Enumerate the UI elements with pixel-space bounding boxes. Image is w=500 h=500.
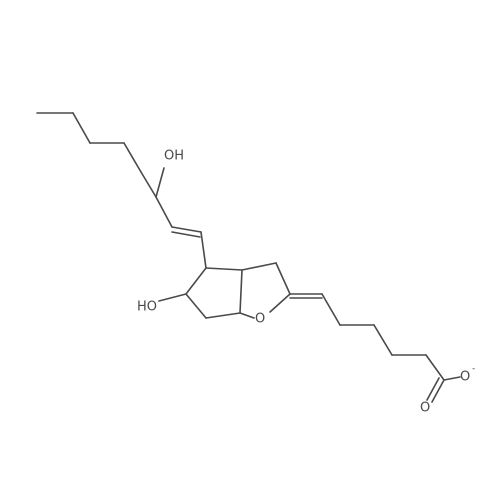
bond (205, 312, 241, 319)
carbonyl-oxygen-label: O (420, 401, 430, 416)
bond (241, 262, 277, 271)
exocyclic-alkene (289, 293, 323, 299)
bond (275, 262, 291, 295)
charge-label: - (472, 364, 475, 374)
alkene-bond (155, 196, 207, 269)
bond (171, 226, 202, 233)
ring-oxygen-label: O (255, 312, 265, 327)
bond (425, 354, 445, 381)
bond (185, 267, 207, 295)
carboxylate-oxygen-label: O (460, 370, 470, 385)
bond (269, 293, 291, 313)
bond (321, 293, 341, 326)
bond (185, 293, 207, 319)
hydroxyl-label: HO (137, 300, 157, 315)
bond (140, 171, 157, 198)
bicyclic-ring (185, 262, 291, 319)
bond (205, 267, 243, 271)
bond (155, 196, 173, 228)
bond (373, 324, 393, 356)
alkyl-chain (36, 112, 157, 198)
bond (239, 269, 243, 314)
bond (443, 376, 461, 381)
bond (426, 377, 440, 401)
bond (171, 231, 201, 238)
bond (155, 167, 165, 198)
bond (158, 293, 187, 302)
bond (200, 231, 207, 269)
bond (431, 379, 445, 403)
bond (123, 142, 142, 173)
hydroxyl-label: OH (164, 149, 184, 164)
acid-chain (321, 293, 461, 403)
bond (72, 112, 91, 144)
bond (239, 312, 255, 319)
